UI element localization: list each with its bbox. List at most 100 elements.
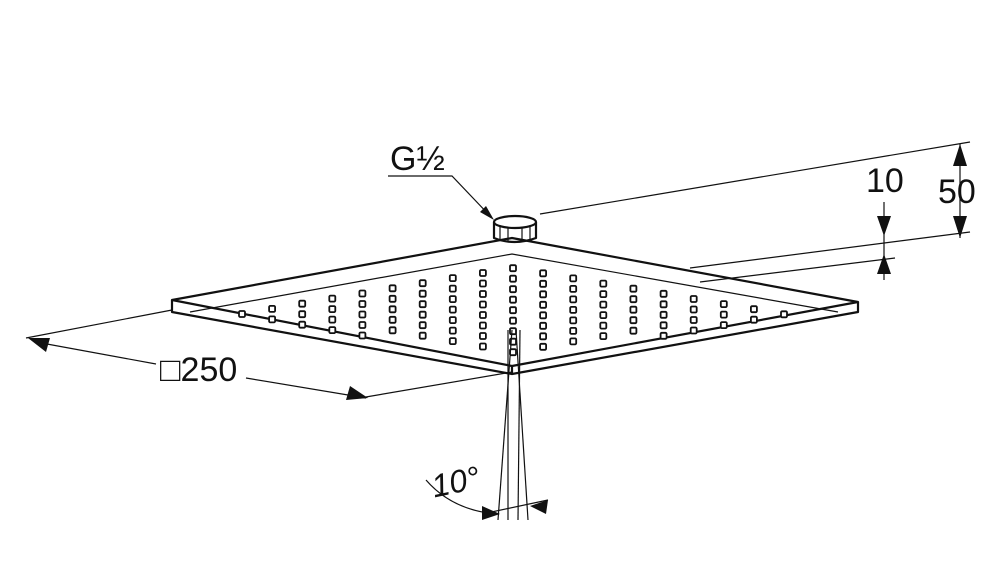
nozzle xyxy=(358,289,367,298)
nozzle xyxy=(569,284,578,293)
nozzle xyxy=(569,326,578,335)
height-50-dimension xyxy=(953,144,967,238)
shower-head-plate xyxy=(170,236,860,376)
nozzle xyxy=(388,284,397,293)
nozzle xyxy=(418,331,427,340)
nozzle xyxy=(569,337,578,346)
nozzle xyxy=(268,315,277,324)
nozzle xyxy=(539,290,547,299)
connector-fitting xyxy=(492,214,538,244)
nozzle xyxy=(388,294,397,303)
nozzle xyxy=(599,300,608,309)
nozzle xyxy=(750,315,758,324)
nozzle xyxy=(719,300,728,309)
nozzle xyxy=(569,316,578,325)
nozzle xyxy=(509,285,517,294)
nozzle xyxy=(358,310,367,319)
nozzle xyxy=(509,274,517,283)
nozzle xyxy=(539,321,547,330)
connector-label: G½ xyxy=(390,140,445,178)
nozzle xyxy=(659,331,668,340)
nozzle xyxy=(298,320,307,329)
nozzle xyxy=(478,311,487,319)
nozzle xyxy=(539,332,547,341)
nozzle xyxy=(478,269,487,277)
nozzle xyxy=(599,311,608,320)
nozzle xyxy=(298,310,307,319)
nozzle xyxy=(298,299,307,308)
nozzle xyxy=(629,326,638,335)
nozzle xyxy=(629,305,638,314)
spray-angle-label: 10° xyxy=(428,459,483,504)
nozzle xyxy=(689,305,698,314)
nozzle xyxy=(629,284,638,293)
nozzle xyxy=(478,300,487,309)
nozzle xyxy=(418,289,427,298)
nozzle xyxy=(388,305,397,314)
nozzle xyxy=(599,332,608,341)
nozzle xyxy=(539,311,547,320)
nozzle xyxy=(659,289,668,298)
nozzle xyxy=(719,310,728,319)
nozzle xyxy=(569,274,578,283)
nozzle xyxy=(268,304,277,313)
nozzle xyxy=(689,326,698,335)
nozzle xyxy=(328,315,337,324)
nozzle xyxy=(358,321,367,329)
nozzle xyxy=(328,305,337,314)
height-extension-lines xyxy=(539,141,971,283)
nozzle xyxy=(750,305,758,314)
nozzle xyxy=(418,279,427,288)
spray-angle-arc xyxy=(425,479,549,520)
spray-cone xyxy=(497,329,529,521)
nozzle xyxy=(448,337,457,346)
nozzle xyxy=(478,342,487,351)
nozzle xyxy=(388,326,397,335)
nozzle xyxy=(478,332,487,340)
nozzle xyxy=(478,321,487,330)
nozzle xyxy=(659,300,668,309)
nozzle xyxy=(448,326,457,335)
thickness-10-label: 10 xyxy=(866,162,904,200)
nozzle xyxy=(509,327,517,336)
nozzle xyxy=(358,300,367,308)
nozzle xyxy=(689,295,698,303)
nozzle xyxy=(509,306,517,315)
nozzle xyxy=(599,290,608,299)
nozzle xyxy=(328,294,337,303)
nozzle xyxy=(418,310,427,319)
nozzle xyxy=(539,279,547,288)
nozzle xyxy=(509,316,517,325)
nozzle xyxy=(780,310,788,319)
nozzle xyxy=(689,316,698,324)
nozzle xyxy=(539,300,547,309)
nozzle xyxy=(659,321,668,330)
nozzle xyxy=(629,316,638,325)
nozzle xyxy=(328,326,337,335)
nozzle xyxy=(599,279,608,288)
nozzle xyxy=(599,321,608,330)
thickness-10-dimension xyxy=(877,202,891,280)
nozzle xyxy=(418,300,427,309)
nozzle xyxy=(418,321,427,330)
nozzle xyxy=(238,310,246,318)
nozzle xyxy=(509,264,517,273)
width-dimension xyxy=(25,309,513,400)
nozzle xyxy=(388,315,397,324)
nozzle xyxy=(719,321,728,330)
width-label: □250 xyxy=(160,351,237,389)
nozzle xyxy=(448,305,457,314)
nozzle xyxy=(358,331,367,340)
connector-leader xyxy=(388,175,494,220)
nozzle xyxy=(448,274,457,283)
nozzle xyxy=(448,284,457,293)
nozzle-grid xyxy=(238,264,788,357)
nozzle xyxy=(509,295,517,304)
nozzle xyxy=(478,290,487,298)
nozzle xyxy=(478,279,487,288)
nozzle xyxy=(448,295,457,304)
nozzle xyxy=(629,295,638,304)
nozzle xyxy=(659,310,668,319)
nozzle xyxy=(569,305,578,314)
